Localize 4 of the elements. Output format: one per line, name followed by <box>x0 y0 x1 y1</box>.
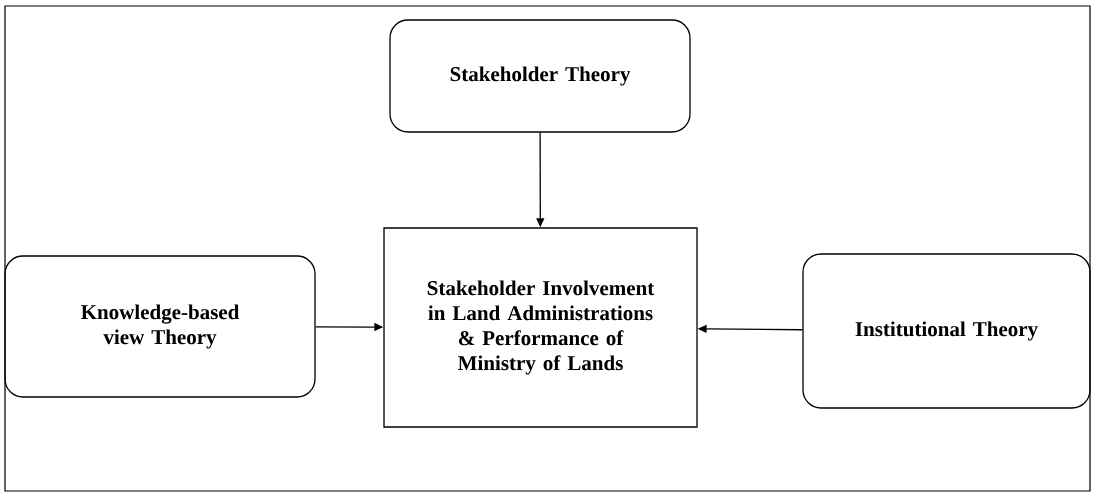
theory-box: Stakeholder Theory <box>389 19 691 133</box>
theory-box: Knowledge-based view Theory <box>4 255 316 398</box>
theory-box: Institutional Theory <box>802 253 1091 409</box>
concept-box: Stakeholder Involvement in Land Administrations & Performance of Ministry of Lands <box>383 227 698 428</box>
